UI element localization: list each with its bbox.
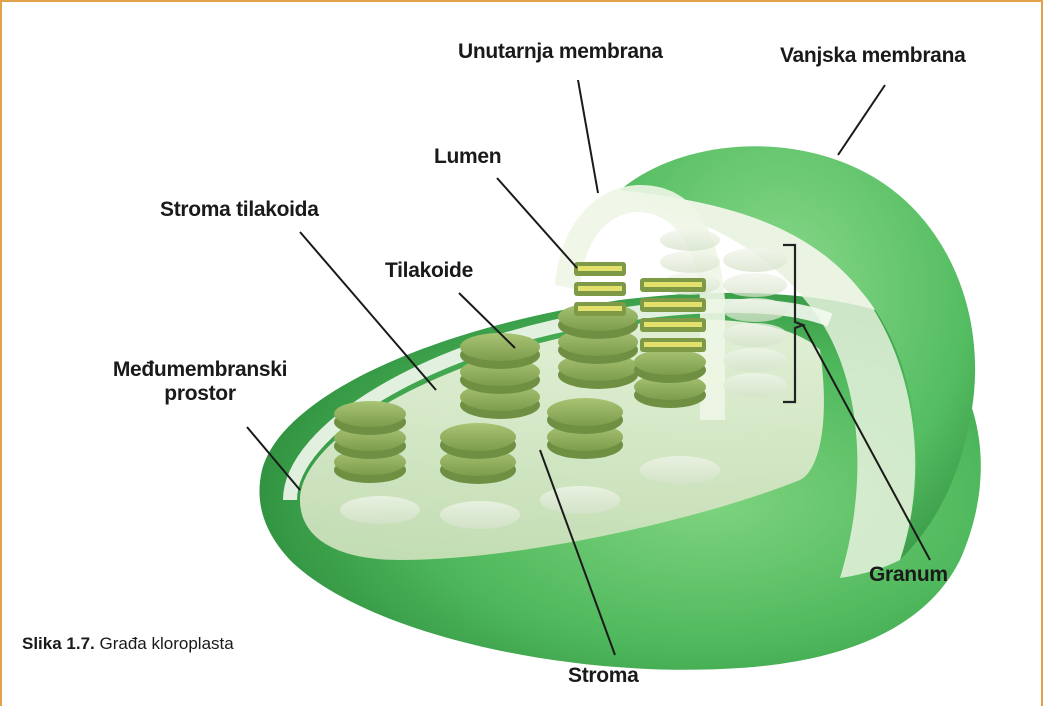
label-unutarnja-membrana: Unutarnja membrana [458, 40, 663, 64]
label-medjumembranski-prostor: Međumembranski prostor [100, 358, 300, 406]
caption-text: Građa kloroplasta [100, 634, 234, 653]
leader-stroma-tilakoida [300, 232, 436, 390]
label-stroma: Stroma [568, 664, 639, 688]
figure-caption: Slika 1.7. Građa kloroplasta [22, 634, 234, 654]
leader-vanjska-membrana [838, 85, 885, 155]
label-lumen: Lumen [434, 145, 501, 169]
label-granum: Granum [869, 563, 948, 587]
label-medjumembranski-line2: prostor [100, 382, 300, 406]
leader-unutarnja-membrana [578, 80, 598, 193]
label-medjumembranski-line1: Međumembranski [100, 358, 300, 382]
caption-number: Slika 1.7. [22, 634, 95, 653]
label-tilakoide: Tilakoide [385, 259, 473, 283]
label-vanjska-membrana: Vanjska membrana [780, 44, 965, 68]
label-stroma-tilakoida: Stroma tilakoida [160, 198, 319, 222]
leader-lumen [497, 178, 577, 268]
